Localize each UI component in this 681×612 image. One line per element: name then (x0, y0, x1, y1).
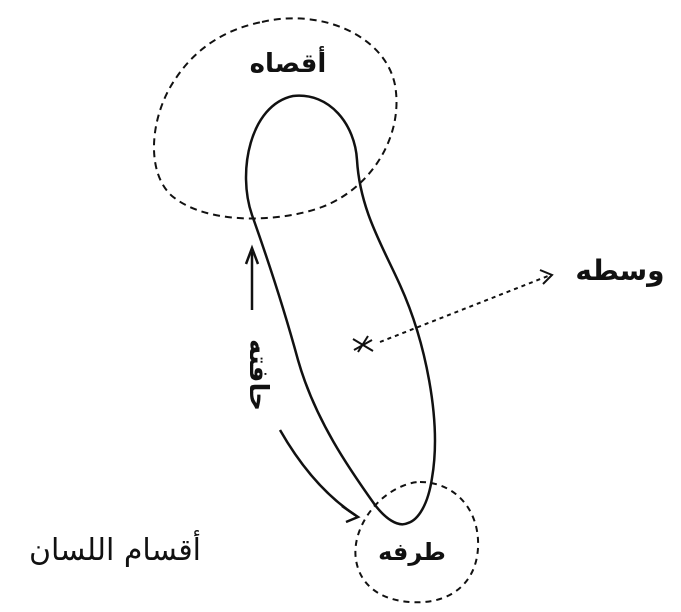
middle-star-marker (353, 336, 373, 352)
hafa-label: حافته (243, 339, 273, 411)
wasat-leader-line (380, 276, 548, 342)
hafa-lower-arrow (280, 430, 358, 522)
wasat-label: وسطه (575, 254, 664, 287)
hafa-upper-arrow (246, 248, 258, 310)
diagram-title: أقسام اللسان (29, 529, 201, 568)
tarf-label: طرفه (378, 538, 446, 566)
aqsa-label: أقصاه (250, 46, 327, 79)
tongue-outline (246, 96, 435, 525)
